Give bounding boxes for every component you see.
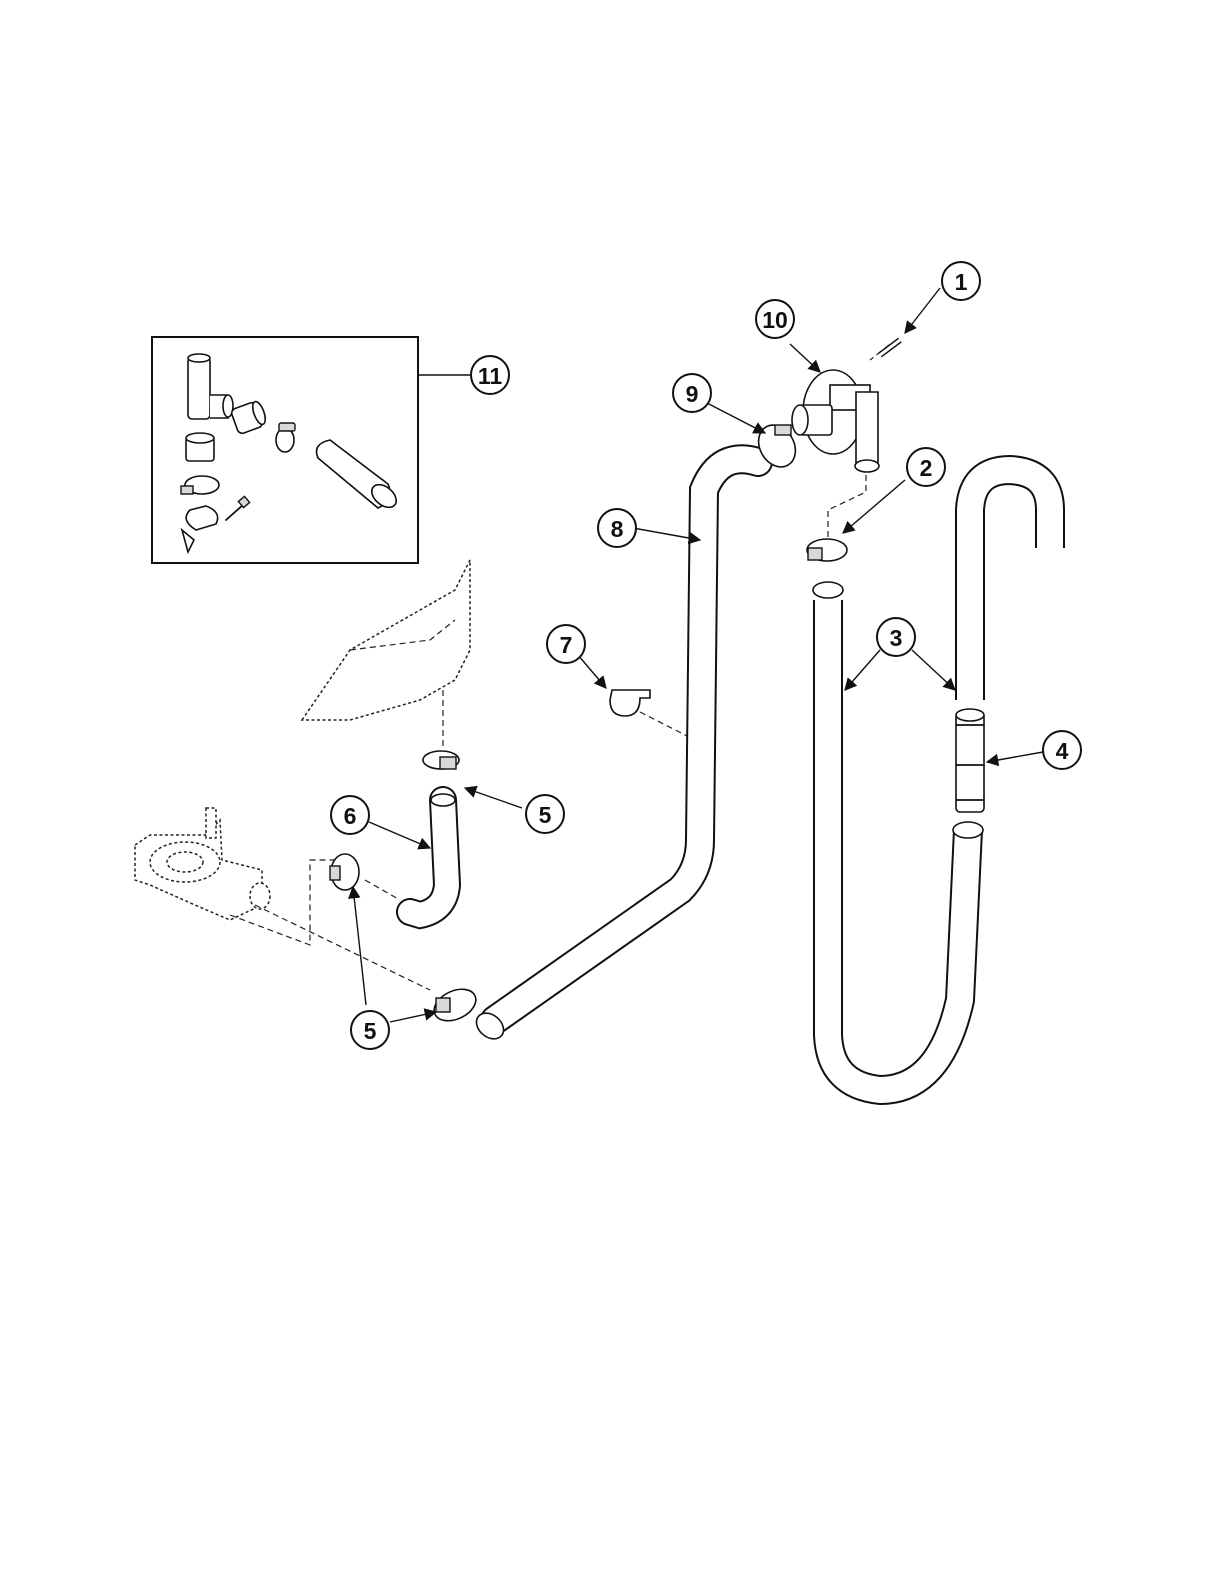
callout-7: 7 xyxy=(547,625,585,663)
clamp-7-icon xyxy=(610,690,650,716)
fitting-10 xyxy=(792,370,879,472)
callout-3: 3 xyxy=(877,618,915,656)
kit-inset xyxy=(152,337,418,563)
callout-label: 1 xyxy=(955,269,968,295)
callout-10: 10 xyxy=(756,300,794,338)
callout-5a: 5 xyxy=(526,795,564,833)
callout-1: 1 xyxy=(942,262,980,300)
clamp-5-lower-icon xyxy=(429,983,481,1027)
callout-2: 2 xyxy=(907,448,945,486)
callout-9: 9 xyxy=(673,374,711,412)
callout-label: 5 xyxy=(539,802,552,828)
callout-label: 2 xyxy=(920,455,933,481)
callout-5b: 5 xyxy=(351,1011,389,1049)
clamp-2-icon xyxy=(807,539,847,561)
clamp-5-middle-icon xyxy=(330,854,359,890)
callout-4: 4 xyxy=(1043,731,1081,769)
callout-label: 3 xyxy=(890,625,903,651)
callout-6: 6 xyxy=(331,796,369,834)
connector-4 xyxy=(956,709,984,812)
sleeve-icon xyxy=(186,433,214,461)
tub-outline xyxy=(302,560,470,720)
hose-6 xyxy=(410,794,455,915)
small-clamp-icon xyxy=(276,423,295,452)
pump-outline xyxy=(135,808,270,920)
callout-label: 7 xyxy=(560,632,573,658)
callout-label: 4 xyxy=(1056,738,1069,764)
callout-label: 10 xyxy=(762,307,788,333)
callout-label: 8 xyxy=(611,516,624,542)
callout-label: 11 xyxy=(478,363,503,389)
callout-label: 6 xyxy=(344,803,357,829)
screw-1-icon xyxy=(880,340,900,355)
callout-label: 9 xyxy=(686,381,699,407)
callout-11: 11 xyxy=(471,356,509,394)
drain-hose-3-upper xyxy=(970,470,1050,700)
callout-label: 5 xyxy=(364,1018,377,1044)
callout-8: 8 xyxy=(598,509,636,547)
clamp-5-upper-icon xyxy=(423,751,459,769)
